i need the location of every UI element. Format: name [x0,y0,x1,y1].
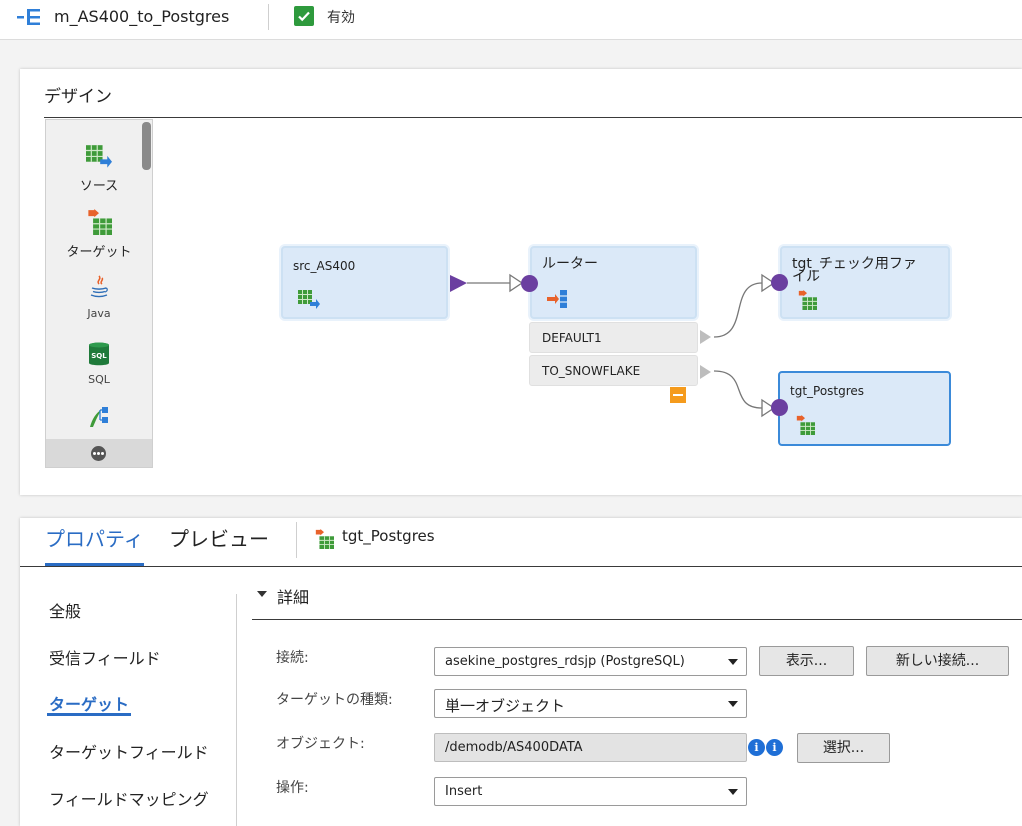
object-value: /demodb/AS400DATA [445,740,583,755]
operation-label: 操作: [276,780,309,796]
design-title: デザイン [44,87,112,107]
target-icon [86,209,112,235]
palette-more-button[interactable] [46,439,152,467]
dropdown-arrow-icon [728,701,738,707]
palette-scrollbar[interactable] [142,122,151,170]
tab-preview[interactable]: プレビュー [169,527,269,551]
collapse-groups-button[interactable] [670,387,686,403]
input-port-icon[interactable] [771,399,788,416]
node-target-check-file[interactable]: tgt_チェック用ファイル [780,246,950,319]
transformation-palette: ソース ターゲット Java SQL SQL [45,119,153,468]
sidebar-item-general[interactable]: 全般 [49,602,82,621]
target-type-value: 単一オブジェクト [445,697,566,715]
link-default-file [713,273,776,338]
sidebar-divider [236,594,237,826]
sidebar-item-target[interactable]: ターゲット [49,695,130,714]
source-icon [86,145,112,169]
dropdown-arrow-icon [728,789,738,795]
palette-item-label: Java [87,307,111,320]
group-port-icon[interactable] [700,330,712,344]
target-type-select[interactable]: 単一オブジェクト [434,689,747,718]
valid-status-text: 有効 [327,10,355,26]
operation-select[interactable]: Insert [434,777,747,806]
connection-select[interactable]: asekine_postgres_rdsjp (PostgreSQL) [434,647,747,676]
java-icon [90,275,108,298]
router-icon [547,290,567,308]
properties-panel: プロパティ プレビュー tgt_Postgres 全般 受信フィールド ターゲッ… [20,518,1022,826]
section-divider [252,619,1022,620]
more-icon [91,446,106,461]
valid-check-icon [294,6,314,26]
mapping-header: m_AS400_to_Postgres 有効 [0,0,1022,40]
sidebar-item-incoming-fields[interactable]: 受信フィールド [49,649,161,668]
router-group-default[interactable]: DEFAULT1 [529,322,698,353]
object-label: オブジェクト: [276,736,365,752]
sql-icon: SQL [89,342,109,366]
hierarchy-icon [90,407,108,427]
target-type-label: ターゲットの種類: [276,692,393,708]
object-field: /demodb/AS400DATA [434,733,747,762]
output-port-icon[interactable] [449,274,469,294]
source-icon [298,290,320,310]
section-title[interactable]: 詳細 [277,588,310,607]
palette-item-sql[interactable]: SQL SQL [46,341,152,386]
node-source[interactable]: src_AS400 [281,246,448,319]
sidebar-item-target-fields[interactable]: ターゲットフィールド [49,743,209,762]
sidebar-item-field-mapping[interactable]: フィールドマッピング [49,790,209,809]
info-icon[interactable]: i [748,739,765,756]
target-icon [795,415,815,435]
tab-separator [296,522,297,558]
router-group-snowflake[interactable]: TO_SNOWFLAKE [529,355,698,386]
palette-item-label: ソース [79,179,119,194]
info-icon[interactable]: i [766,739,783,756]
target-icon [797,290,817,310]
mapping-title: m_AS400_to_Postgres [54,7,230,26]
group-port-icon[interactable] [700,365,712,379]
node-router[interactable]: ルーター [530,246,697,319]
mapping-icon [17,9,40,25]
group-label: TO_SNOWFLAKE [542,364,641,378]
connection-label: 接続: [276,650,309,666]
operation-value: Insert [445,784,483,799]
selected-object-name: tgt_Postgres [342,527,435,545]
node-label: src_AS400 [293,259,356,273]
palette-item-label: SQL [88,373,110,386]
palette-item-target[interactable]: ターゲット [46,209,152,260]
tab-properties[interactable]: プロパティ [45,527,144,551]
palette-item-java[interactable]: Java [46,275,152,320]
node-label: ルーター [542,256,598,272]
select-object-button[interactable]: 選択... [797,733,890,763]
target-icon [314,529,334,549]
collapse-arrow-icon[interactable] [257,591,267,597]
node-label: tgt_Postgres [790,384,865,398]
connection-value: asekine_postgres_rdsjp (PostgreSQL) [445,654,685,669]
dropdown-arrow-icon [728,659,738,665]
node-label: tgt_チェック用ファイル [792,256,917,285]
input-port-icon[interactable] [771,274,788,291]
new-connection-button[interactable]: 新しい接続... [866,646,1009,676]
active-tab-indicator [45,563,144,566]
link-snowflake-postgres [713,370,776,418]
palette-item-hierarchy[interactable] [46,405,152,433]
link-src-router [467,273,524,293]
tab-divider [20,566,1022,567]
design-panel: デザイン ソース ターゲット Java SQL SQL [20,69,1022,495]
active-sidebar-indicator [47,713,131,716]
palette-item-label: ターゲット [66,245,132,260]
svg-text:SQL: SQL [91,352,107,360]
input-port-icon[interactable] [521,275,538,292]
palette-item-source[interactable]: ソース [46,145,152,194]
header-divider [268,4,269,30]
node-target-postgres[interactable]: tgt_Postgres [778,371,951,446]
show-connection-button[interactable]: 表示... [759,646,854,676]
mapping-canvas [467,273,776,418]
group-label: DEFAULT1 [542,331,602,345]
design-divider [44,117,1022,118]
